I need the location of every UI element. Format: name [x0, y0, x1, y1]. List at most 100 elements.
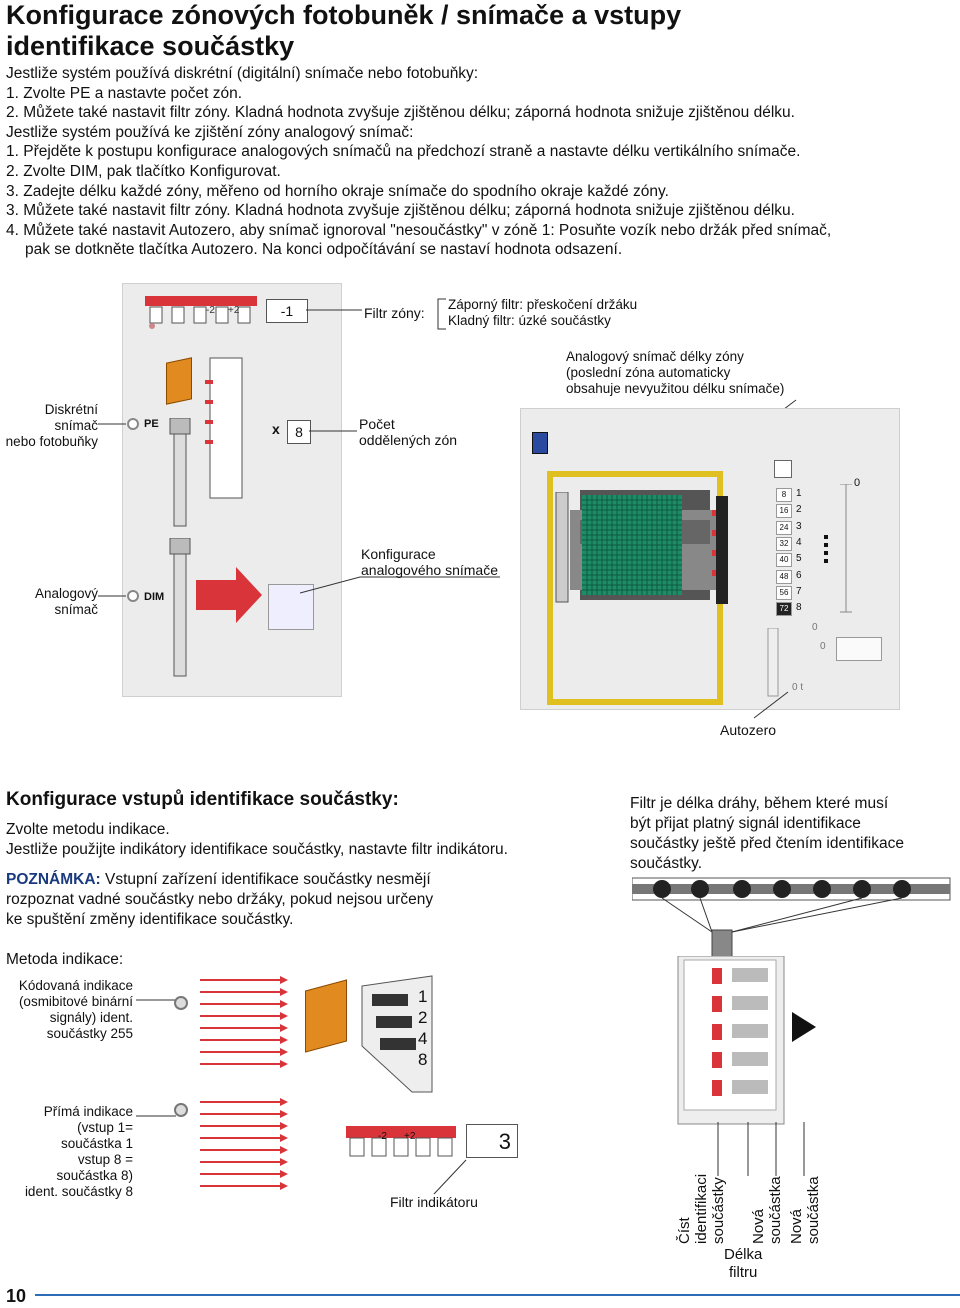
zone-length-field[interactable]: 56 [776, 585, 792, 600]
zone-length-field[interactable]: 72 [776, 602, 792, 617]
part-id-line-2: Jestliže použijte indikátory identifikac… [6, 841, 508, 858]
dim-radio-icon[interactable] [127, 590, 139, 602]
intro-line: 3. Můžete také nastavit filtr zóny. Klad… [6, 202, 795, 220]
indicator-pointer-line [433, 1159, 467, 1195]
indicator-filter-strip [346, 1126, 456, 1157]
zone-row: 32 4 [776, 536, 856, 551]
left-sensor-bar [555, 492, 569, 603]
vertical-pointer-lines [717, 1122, 805, 1176]
autozero-button[interactable] [836, 637, 882, 661]
pe-radio-icon[interactable] [127, 418, 139, 430]
indicator-filter-value[interactable]: 3 [466, 1124, 518, 1158]
coded-line-4: součástky 255 [46, 1026, 133, 1041]
zone-length-field[interactable]: 32 [776, 536, 792, 551]
intro-line: 2. Zvolte DIM, pak tlačítko Konfigurovat… [6, 162, 281, 180]
negative-filter-text: Záporný filtr: přeskočení držáku [448, 297, 638, 312]
direct-line-2: (vstup 1= [77, 1120, 133, 1135]
direct-indication-label: Přímá indikace (vstup 1= součástka 1 vst… [0, 1104, 133, 1200]
zone-count-label: Počet oddělených zón [359, 416, 457, 448]
zone-length-field[interactable]: 16 [776, 504, 792, 519]
intro-line: Jestliže systém používá ke zjištění zóny… [6, 123, 414, 141]
note-label: POZNÁMKA: [6, 871, 101, 888]
filter-length-line-2: filtru [729, 1264, 758, 1281]
book-icon [532, 432, 548, 454]
coded-line-3: signály) ident. [49, 1010, 133, 1025]
autozero-count: 0 t [792, 682, 804, 693]
zone-filter-value[interactable]: -1 [266, 299, 308, 323]
intro-text: Jestliže systém používá diskrétní (digit… [6, 64, 956, 260]
direct-line-6: ident. součástky 8 [24, 1184, 133, 1199]
filter-minus-label: -2 [206, 305, 215, 316]
read-part-id-label: Číst identifikaci součástky [676, 1164, 727, 1244]
part-grid [582, 495, 682, 595]
zone-top-value: 0 [854, 477, 861, 489]
direct-radio-icon[interactable] [174, 1103, 188, 1117]
bit-tag-icon [361, 975, 433, 1093]
filter-desc-line-1: Filtr je délka dráhy, během které musí [630, 795, 889, 812]
zone-length-line-2: (poslední zóna automaticky [566, 365, 731, 380]
rail-diagram [632, 877, 951, 961]
new-part-label-1: Nová součástka [750, 1164, 784, 1244]
direction-arrow-icon [792, 1012, 816, 1042]
filter-desc-line-2: být přijat platný signál identifikace [630, 815, 861, 832]
discrete-label-line-1: Diskrétní [44, 402, 98, 417]
count-label-line-2: oddělených zón [359, 432, 458, 448]
footer-rule [35, 1294, 960, 1296]
zone-length-field[interactable]: 8 [776, 488, 792, 502]
bit-8: 8 [418, 1050, 428, 1069]
part-id-note: POZNÁMKA: Vstupní zařízení identifikace … [6, 870, 566, 930]
pe-label: PE [144, 418, 159, 430]
filter-desc-line-4: součástky. [630, 855, 703, 872]
intro-line: 1. Přejděte k postupu konfigurace analog… [6, 143, 801, 161]
zone-length-field[interactable]: 40 [776, 553, 792, 568]
autozero-value-a: 0 [820, 641, 826, 652]
filter-length-label: Délka filtru [724, 1246, 762, 1282]
new-part-text-2: Nová součástka [788, 1176, 822, 1244]
zone-number: 7 [796, 585, 802, 597]
zone-settings-icon[interactable] [774, 460, 792, 478]
analog-config-label: Konfigurace analogového snímače [361, 546, 498, 578]
autozero-label: Autozero [720, 722, 777, 738]
page-title: Konfigurace zónových fotobuněk / snímače… [6, 0, 946, 62]
intro-line: 1. Zvolte PE a nastavte počet zón. [6, 84, 243, 102]
zone-row: 56 7 [776, 585, 856, 600]
direct-input-lines [200, 1098, 288, 1190]
analog-label-line-1: Analogový [34, 586, 98, 601]
zone-number: 8 [796, 602, 802, 614]
zone-filter-description: Záporný filtr: přeskočení držáku Kladný … [448, 297, 637, 329]
zone-length-line-1: Analogový snímač délky zóny [566, 349, 744, 364]
zone-number: 4 [796, 536, 802, 548]
direct-line-1: Přímá indikace [43, 1104, 133, 1119]
filter-desc-line-3: součástky ještě před čtením identifikace [630, 835, 904, 852]
count-pointer-line [309, 430, 357, 432]
zone-row: 24 3 [776, 520, 856, 535]
intro-line: 2. Můžete také nastavit filtr zóny. Klad… [6, 104, 795, 122]
zone-length-field[interactable]: 24 [776, 520, 792, 535]
part-id-heading: Konfigurace vstupů identifikace součástk… [6, 789, 399, 810]
photoeye-icon [166, 357, 192, 405]
zone-row: 72 8 [776, 602, 856, 617]
filter-explanation: Filtr je délka dráhy, během které musí b… [630, 794, 904, 874]
bit-2: 2 [418, 1008, 428, 1027]
page-number: 10 [6, 1286, 27, 1306]
analog-pointer-line [98, 595, 126, 597]
zone-number: 5 [796, 553, 802, 565]
direct-line-4: vstup 8 = [77, 1152, 133, 1167]
coded-line-2: (osmibitové binární [18, 994, 133, 1009]
zone-count-value[interactable]: 8 [287, 420, 311, 444]
read-id-text: Číst identifikaci součástky [676, 1173, 727, 1244]
filter-pointer-line [306, 309, 362, 311]
filter-bracket [437, 298, 446, 330]
direct-line-3: součástka 1 [60, 1136, 133, 1151]
dim-label: DIM [144, 591, 165, 603]
note-line-2: rozpoznat vadné součástky nebo držáky, p… [6, 891, 434, 908]
coded-radio-icon[interactable] [174, 996, 188, 1010]
part-id-text: Zvolte metodu indikace. Jestliže použijt… [6, 820, 606, 860]
bit-4: 4 [418, 1029, 428, 1048]
analog-arrow-icon [196, 567, 262, 623]
analog-sensor-icon [169, 538, 191, 677]
zone-number: 3 [796, 520, 802, 532]
zone-length-field[interactable]: 48 [776, 569, 792, 584]
